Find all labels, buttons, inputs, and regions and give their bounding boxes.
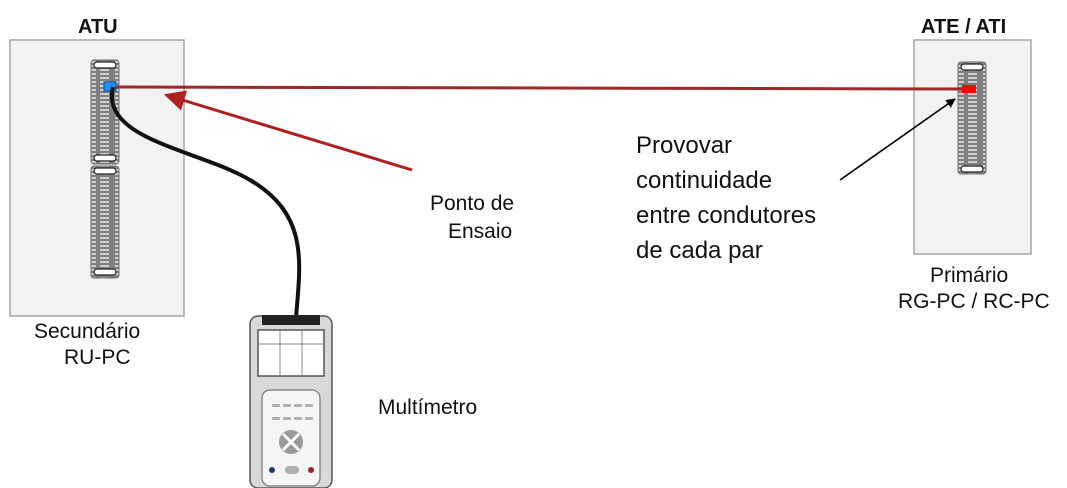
atu-caption-line2: RU-PC xyxy=(64,346,131,369)
test-point-label-line2: Ensaio xyxy=(448,220,513,243)
ate-caption-line2: RG-PC / RC-PC xyxy=(898,290,1050,313)
test-point-atu xyxy=(103,81,117,92)
ate-terminal-block xyxy=(957,61,987,175)
atu-caption-line1: Secundário xyxy=(34,320,141,343)
instruction-line2: continuidade xyxy=(636,167,773,194)
instruction-line1: Provovar xyxy=(636,132,733,159)
probe-jack-red xyxy=(308,467,314,473)
instruction-arrow xyxy=(839,98,956,181)
test-point-label-line1: Ponto de xyxy=(430,192,515,215)
ate-ati-title: ATE / ATI xyxy=(921,16,1007,38)
cable-pair-line xyxy=(111,85,969,91)
probe-cable xyxy=(109,86,302,319)
atu-terminal-block-lower xyxy=(90,165,120,279)
multimeter-label: Multímetro xyxy=(378,396,478,419)
ate-caption-line1: Primário xyxy=(930,264,1009,287)
instruction-line3: entre condutores xyxy=(636,202,817,229)
test-point-ate xyxy=(962,85,976,93)
multimeter-device xyxy=(249,315,333,488)
probe-jack-black xyxy=(269,467,275,473)
test-point-arrow xyxy=(163,90,413,172)
atu-title: ATU xyxy=(78,16,118,38)
instruction-line4: de cada par xyxy=(636,237,763,264)
multimeter-display xyxy=(257,329,325,377)
